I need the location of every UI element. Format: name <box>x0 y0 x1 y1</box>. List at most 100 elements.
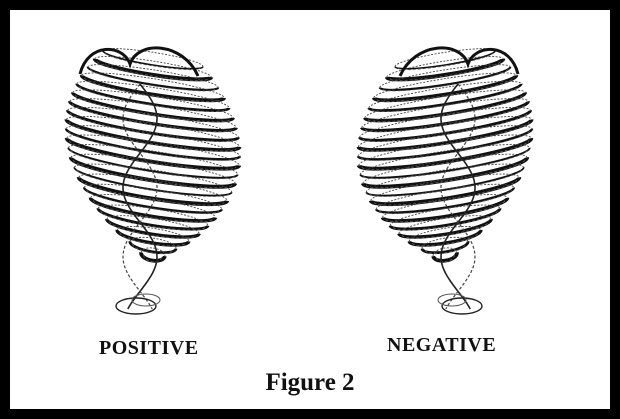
coil-front-strand <box>67 147 239 179</box>
coil-ribbon-edge <box>143 254 162 263</box>
positive-label: POSITIVE <box>99 337 199 359</box>
coil-back-strand <box>97 204 209 226</box>
figure-caption: Figure 2 <box>265 369 355 396</box>
coil-back-strand <box>386 56 504 78</box>
inner-helix-strand-b <box>440 83 476 310</box>
coil-ribbon-edge <box>364 103 526 132</box>
coil-back-strand <box>90 194 216 218</box>
coil-back-strand <box>67 106 239 138</box>
coil-back-strand <box>72 89 234 119</box>
coil-ribbon-edge <box>92 200 213 223</box>
coil-back-strand <box>370 173 520 201</box>
coil-front-strand <box>397 218 493 239</box>
coil-ribbon-edge <box>379 189 512 214</box>
coil-back-strand <box>65 125 241 157</box>
negative-label: NEGATIVE <box>387 334 497 356</box>
coil-front-strand <box>82 187 224 214</box>
coil-back-strand <box>389 204 501 226</box>
coil-ribbon-edge <box>361 140 529 171</box>
coil-ribbon-edge <box>72 103 234 132</box>
coil-ribbon-edge <box>69 140 237 171</box>
coil-back-strand <box>94 56 212 78</box>
coil-ribbon-edge <box>385 200 506 223</box>
coil-front-strand <box>73 167 233 197</box>
coil-front-strand <box>374 187 516 214</box>
coil-back-strand <box>432 247 458 257</box>
coil-back-strand <box>364 89 526 119</box>
coil-front-strand <box>105 218 201 239</box>
coil-back-strand <box>362 153 528 184</box>
coil-ribbon-edge <box>412 232 479 247</box>
coil-front-strand <box>64 137 242 171</box>
coil-top-lobe <box>398 46 520 77</box>
coil-top-lobe <box>78 46 200 77</box>
inner-helix-strand-b <box>122 83 158 310</box>
coil-front-strand <box>128 241 178 255</box>
coil-back-strand <box>359 144 531 175</box>
coil-front-strand <box>384 58 506 82</box>
coil-ribbon-edge <box>69 112 236 142</box>
coil-ribbon-edge <box>361 121 530 152</box>
coil-ribbon-edge <box>76 169 229 197</box>
coil-back-strand <box>382 194 508 218</box>
coil-back-strand <box>66 134 240 166</box>
positive-helix-illustration <box>48 34 258 324</box>
bottom-loop-inner <box>131 293 161 307</box>
coil-front-strand <box>96 208 210 231</box>
coil-front-strand <box>431 252 459 263</box>
coil-front-strand <box>88 197 218 223</box>
coil-front-strand <box>394 50 496 70</box>
coil-back-strand <box>67 144 239 175</box>
coil-back-strand <box>373 72 517 98</box>
coil-front-strand <box>76 176 230 207</box>
coil-front-strand <box>367 83 523 112</box>
coil-back-strand <box>365 163 525 193</box>
coil-back-strand <box>70 153 236 184</box>
bottom-loop <box>115 297 157 315</box>
coil-front-strand <box>79 74 227 103</box>
coil-back-strand <box>357 125 533 157</box>
coil-back-strand <box>358 134 532 166</box>
bottom-loop <box>441 297 483 315</box>
coil-back-strand <box>357 115 533 147</box>
coil-back-strand <box>83 183 223 210</box>
coil-front-strand <box>378 66 512 92</box>
coil-back-strand <box>368 80 522 109</box>
coil-front-strand <box>380 197 510 223</box>
coil-ribbon-edge <box>79 86 227 112</box>
coil-ribbon-edge <box>132 243 174 254</box>
coil-front-strand <box>358 110 532 142</box>
coil-ribbon-edge <box>376 77 514 102</box>
coil-back-strand <box>81 72 225 98</box>
coil-back-strand <box>379 64 511 88</box>
coil-ribbon-edge <box>70 150 235 180</box>
coil-back-strand <box>408 226 482 242</box>
coil-front-strand <box>92 58 214 82</box>
coil-ribbon-edge <box>68 131 237 161</box>
figure-frame: POSITIVE NEGATIVE Figure 2 <box>10 10 610 409</box>
coil-back-strand <box>359 106 531 138</box>
inner-helix-strand-a <box>440 83 476 310</box>
negative-helix-illustration <box>340 34 550 324</box>
coil-front-strand <box>86 66 220 92</box>
coil-ribbon-edge <box>100 210 205 231</box>
coil-back-strand <box>78 173 228 201</box>
coil-front-strand <box>75 83 231 112</box>
coil-front-strand <box>68 157 238 189</box>
coil-front-strand <box>388 208 502 231</box>
coil-ribbon-edge <box>73 159 233 189</box>
coil-front-strand <box>365 167 525 197</box>
coil-back-strand <box>129 236 177 249</box>
coil-ribbon-edge <box>365 159 525 189</box>
negative-helix-drawing <box>356 46 534 315</box>
coil-ribbon-edge <box>109 221 197 239</box>
coil-ribbon-edge <box>436 254 455 263</box>
coil-back-strand <box>87 64 219 88</box>
coil-back-strand <box>375 183 515 210</box>
coil-front-strand <box>371 74 519 103</box>
inner-helix-strand-a <box>122 83 158 310</box>
coil-ribbon-edge <box>68 121 237 152</box>
coil-back-strand <box>76 80 230 109</box>
coil-back-strand <box>421 236 469 249</box>
coil-back-strand <box>140 247 166 257</box>
